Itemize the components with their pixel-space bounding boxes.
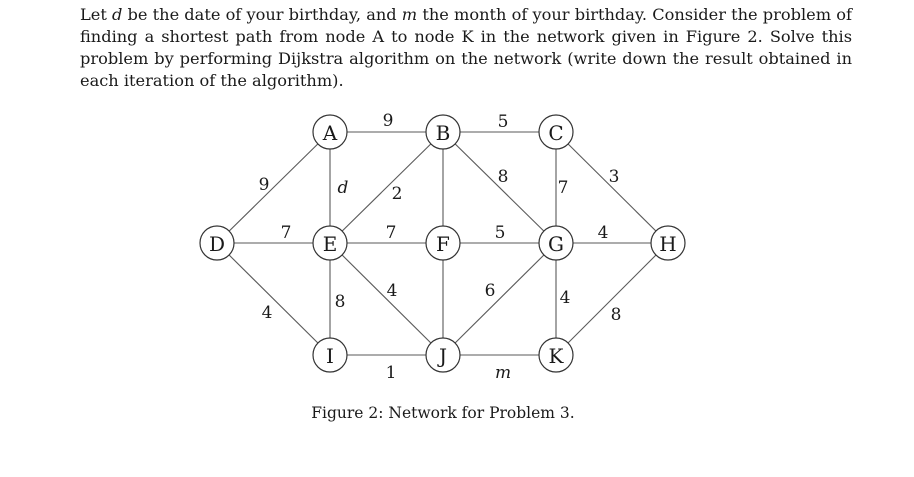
- edge-c-h: [555, 131, 669, 244]
- node-circle: [650, 225, 686, 261]
- weight-layer: 9 5 9 d 2 8 7 3 7 7 5 4 4 8 4 6 4 8 1 m: [259, 111, 622, 383]
- node-h: H: [650, 225, 686, 261]
- node-circle: [312, 337, 348, 373]
- edge-weight-h-k: 8: [611, 305, 622, 325]
- edge-weight-d-e: 7: [281, 223, 292, 243]
- node-b: B: [425, 114, 461, 150]
- figure-caption: Figure 2: Network for Problem 3.: [311, 404, 574, 422]
- problem-text-part: the month of your birthday. Consider the…: [80, 5, 852, 90]
- edge-e-j: [329, 242, 444, 356]
- edge-weight-e-j: 4: [387, 281, 398, 301]
- node-label: K: [549, 344, 565, 368]
- node-circle: [538, 114, 574, 150]
- node-f: F: [425, 225, 461, 261]
- node-i: I: [312, 337, 348, 373]
- edge-weight-g-j: 6: [485, 281, 496, 301]
- node-label: B: [436, 121, 451, 145]
- node-layer: A B C D E F G H I J K: [199, 114, 686, 373]
- problem-text-part: Let: [80, 5, 112, 24]
- node-circle: [425, 337, 461, 373]
- edge-h-k: [555, 242, 669, 356]
- edge-weight-a-e: d: [338, 178, 349, 198]
- edge-weight-d-i: 4: [262, 303, 273, 323]
- node-c: C: [538, 114, 574, 150]
- node-d: D: [199, 225, 235, 261]
- edge-weight-e-i: 8: [335, 292, 346, 312]
- problem-text-part: be the date of your birthday, and: [122, 5, 402, 24]
- node-label: A: [322, 121, 338, 145]
- node-k: K: [538, 337, 574, 373]
- node-circle: [312, 225, 348, 261]
- edge-weight-f-g: 5: [495, 223, 506, 243]
- node-label: E: [323, 232, 338, 256]
- edge-weight-e-f: 7: [386, 223, 397, 243]
- node-label: J: [437, 344, 447, 368]
- edge-weight-c-g: 7: [558, 178, 569, 198]
- edge-weight-g-h: 4: [598, 223, 609, 243]
- variable-d: d: [112, 5, 123, 24]
- node-label: D: [209, 232, 225, 256]
- node-circle: [538, 337, 574, 373]
- edge-b-e: [329, 131, 444, 244]
- node-label: C: [548, 121, 563, 145]
- edge-g-j: [442, 242, 557, 356]
- node-label: I: [326, 344, 334, 368]
- node-j: J: [425, 337, 461, 373]
- node-a: A: [312, 114, 348, 150]
- edge-weight-b-g: 8: [498, 167, 509, 187]
- problem-statement: Let d be the date of your birthday, and …: [80, 4, 852, 92]
- node-label: G: [548, 232, 564, 256]
- edge-weight-j-k: m: [495, 363, 511, 383]
- node-label: F: [436, 232, 450, 256]
- node-circle: [312, 114, 348, 150]
- edge-weight-c-h: 3: [609, 167, 620, 187]
- edge-weight-b-e: 2: [392, 184, 403, 204]
- edge-b-g: [442, 131, 557, 244]
- node-circle: [425, 225, 461, 261]
- edge-weight-a-b: 9: [383, 111, 394, 131]
- node-circle: [538, 225, 574, 261]
- node-g: G: [538, 225, 574, 261]
- edge-weight-b-c: 5: [498, 112, 509, 132]
- edge-a-d: [216, 131, 331, 244]
- edge-d-i: [216, 242, 331, 356]
- edge-weight-g-k: 4: [560, 288, 571, 308]
- edge-weight-i-j: 1: [386, 363, 397, 383]
- edge-layer: [216, 131, 669, 356]
- node-label: H: [659, 232, 676, 256]
- node-circle: [425, 114, 461, 150]
- variable-m: m: [401, 5, 418, 24]
- node-circle: [199, 225, 235, 261]
- edge-weight-a-d: 9: [259, 175, 270, 195]
- node-e: E: [312, 225, 348, 261]
